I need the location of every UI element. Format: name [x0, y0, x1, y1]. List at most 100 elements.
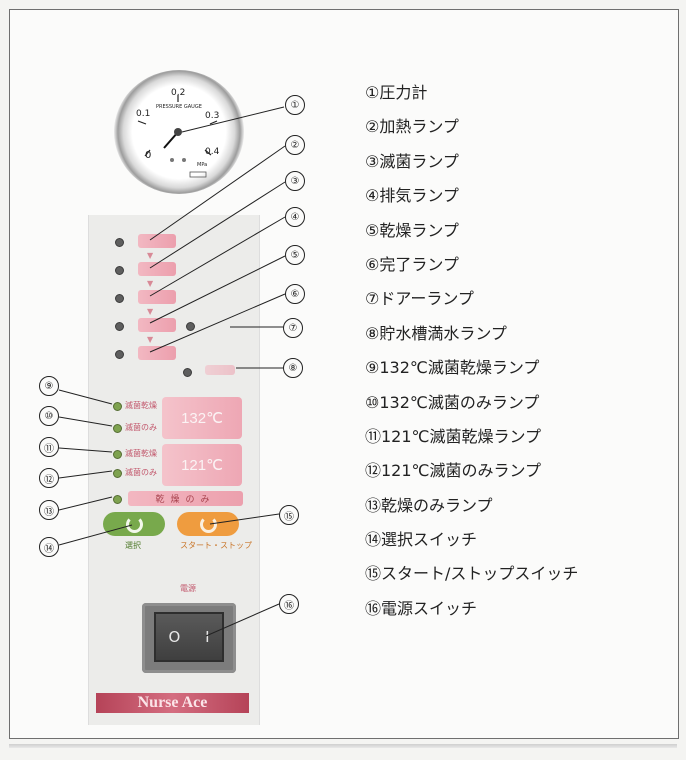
legend-item: ⑮スタート/ストップスイッチ: [365, 564, 579, 584]
legend-item: ⑭選択スイッチ: [365, 530, 478, 550]
callout-8: ⑧: [283, 358, 303, 378]
legend-item: ⑦ドアーランプ: [365, 289, 474, 309]
gauge-screw: [182, 158, 186, 162]
power-ring-icon: [125, 515, 143, 533]
water-tank-plate: [205, 365, 235, 375]
gauge-screw: [170, 158, 174, 162]
legend-item: ⑥完了ランプ: [365, 254, 459, 274]
mode-label-sterilize-only-121: 滅菌のみ: [125, 468, 157, 477]
arrow-down-icon: ▼: [147, 251, 154, 260]
gauge-face-label: PRESSURE GAUGE: [156, 104, 202, 110]
callout-10: ⑩: [39, 406, 59, 426]
gauge-tick-0: 0: [145, 150, 151, 161]
callout-16: ⑯: [279, 594, 299, 614]
power-caption: 電源: [180, 584, 196, 593]
leader-line-11: [58, 447, 113, 453]
legend-item: ⑫121℃滅菌のみランプ: [365, 461, 542, 481]
sterilize-only-121-lamp: [113, 469, 122, 478]
callout-7: ⑦: [283, 318, 303, 338]
gauge-tick-mark: [144, 149, 151, 157]
callout-9: ⑨: [39, 376, 59, 396]
door-lamp: [186, 322, 195, 331]
gauge-tick-0-3: 0.3: [205, 111, 219, 121]
legend-item: ⑧貯水槽満水ランプ: [365, 323, 507, 343]
brand-logo: Nurse Ace: [96, 693, 249, 713]
dry-lamp: [115, 322, 124, 331]
leader-line-5: [149, 255, 286, 324]
callout-4: ④: [285, 207, 305, 227]
arrow-down-icon: ▼: [147, 335, 154, 344]
legend-item: ③滅菌ランプ: [365, 151, 459, 171]
gauge-tick-0-2: 0.2: [171, 88, 185, 98]
dry-only-lamp: [113, 495, 122, 504]
callout-11: ⑪: [39, 437, 59, 457]
sterilize-plate: [138, 262, 176, 276]
callout-1: ①: [285, 95, 305, 115]
gauge-tick-0-1: 0.1: [136, 109, 150, 119]
gauge-tick-0-4: 0.4: [205, 147, 220, 157]
leader-line-9: [58, 389, 113, 405]
leader-line-12: [58, 470, 113, 479]
start-stop-button[interactable]: [177, 512, 239, 536]
leader-line-15: [209, 513, 280, 525]
arrow-down-icon: ▼: [147, 307, 154, 316]
mode-label-sterilize-dry-132: 滅菌乾燥: [125, 401, 157, 410]
scan-edge: [9, 744, 677, 748]
sterilize-lamp: [115, 266, 124, 275]
gauge-tick-mark: [209, 120, 218, 125]
sterilize-dry-121-lamp: [113, 450, 122, 459]
sterilize-dry-132-lamp: [113, 402, 122, 411]
start-caption: スタート・ストップ: [180, 541, 252, 550]
legend-item: ⑯電源スイッチ: [365, 598, 478, 618]
temp-121-panel: 121℃: [162, 444, 242, 486]
callout-14: ⑭: [39, 537, 59, 557]
gauge-maker-mark: [189, 171, 207, 178]
parts-legend: ①圧力計 ②加熱ランプ ③滅菌ランプ ④排気ランプ ⑤乾燥ランプ ⑥完了ランプ …: [365, 76, 665, 626]
legend-item: ⑪121℃滅菌乾燥ランプ: [365, 426, 542, 446]
legend-item: ⑤乾燥ランプ: [365, 220, 459, 240]
complete-plate: [138, 346, 176, 360]
leader-line-14: [58, 524, 133, 546]
legend-item: ⑨132℃滅菌乾燥ランプ: [365, 358, 540, 378]
gauge-tick-mark: [137, 120, 147, 125]
callout-2: ②: [285, 135, 305, 155]
mode-label-sterilize-dry-121: 滅菌乾燥: [125, 449, 157, 458]
leader-line-1: [181, 106, 285, 133]
leader-line-13: [58, 496, 113, 511]
heating-lamp: [115, 238, 124, 247]
dry-plate: [138, 318, 176, 332]
switch-off-mark: O: [168, 628, 181, 646]
callout-13: ⑬: [39, 500, 59, 520]
power-switch[interactable]: O I: [154, 612, 224, 662]
select-caption: 選択: [125, 541, 141, 550]
complete-lamp: [115, 350, 124, 359]
sterilize-only-132-lamp: [113, 424, 122, 433]
leader-line-10: [58, 416, 113, 427]
mode-label-sterilize-only-132: 滅菌のみ: [125, 423, 157, 432]
leader-line-3: [149, 181, 286, 269]
gauge-tick-mark: [204, 149, 212, 156]
select-button[interactable]: [103, 512, 165, 536]
legend-item: ⑩132℃滅菌のみランプ: [365, 392, 540, 412]
gauge-pivot: [174, 128, 182, 136]
legend-item: ⑬乾燥のみランプ: [365, 495, 493, 515]
callout-6: ⑥: [285, 284, 305, 304]
arrow-down-icon: ▼: [147, 279, 154, 288]
exhaust-plate: [138, 290, 176, 304]
callout-15: ⑮: [279, 505, 299, 525]
heating-plate: [138, 234, 176, 248]
callout-3: ③: [285, 171, 305, 191]
leader-line-6: [149, 293, 286, 353]
leader-line-2: [149, 145, 286, 241]
exhaust-lamp: [115, 294, 124, 303]
dry-only-plate: 乾燥のみ: [128, 491, 243, 506]
leader-line-16: [205, 603, 280, 637]
legend-item: ①圧力計: [365, 83, 428, 102]
legend-item: ④排気ランプ: [365, 186, 459, 206]
switch-on-mark: I: [205, 628, 210, 646]
temp-132-panel: 132℃: [162, 397, 242, 439]
gauge-unit: MPa: [197, 162, 207, 168]
callout-5: ⑤: [285, 245, 305, 265]
